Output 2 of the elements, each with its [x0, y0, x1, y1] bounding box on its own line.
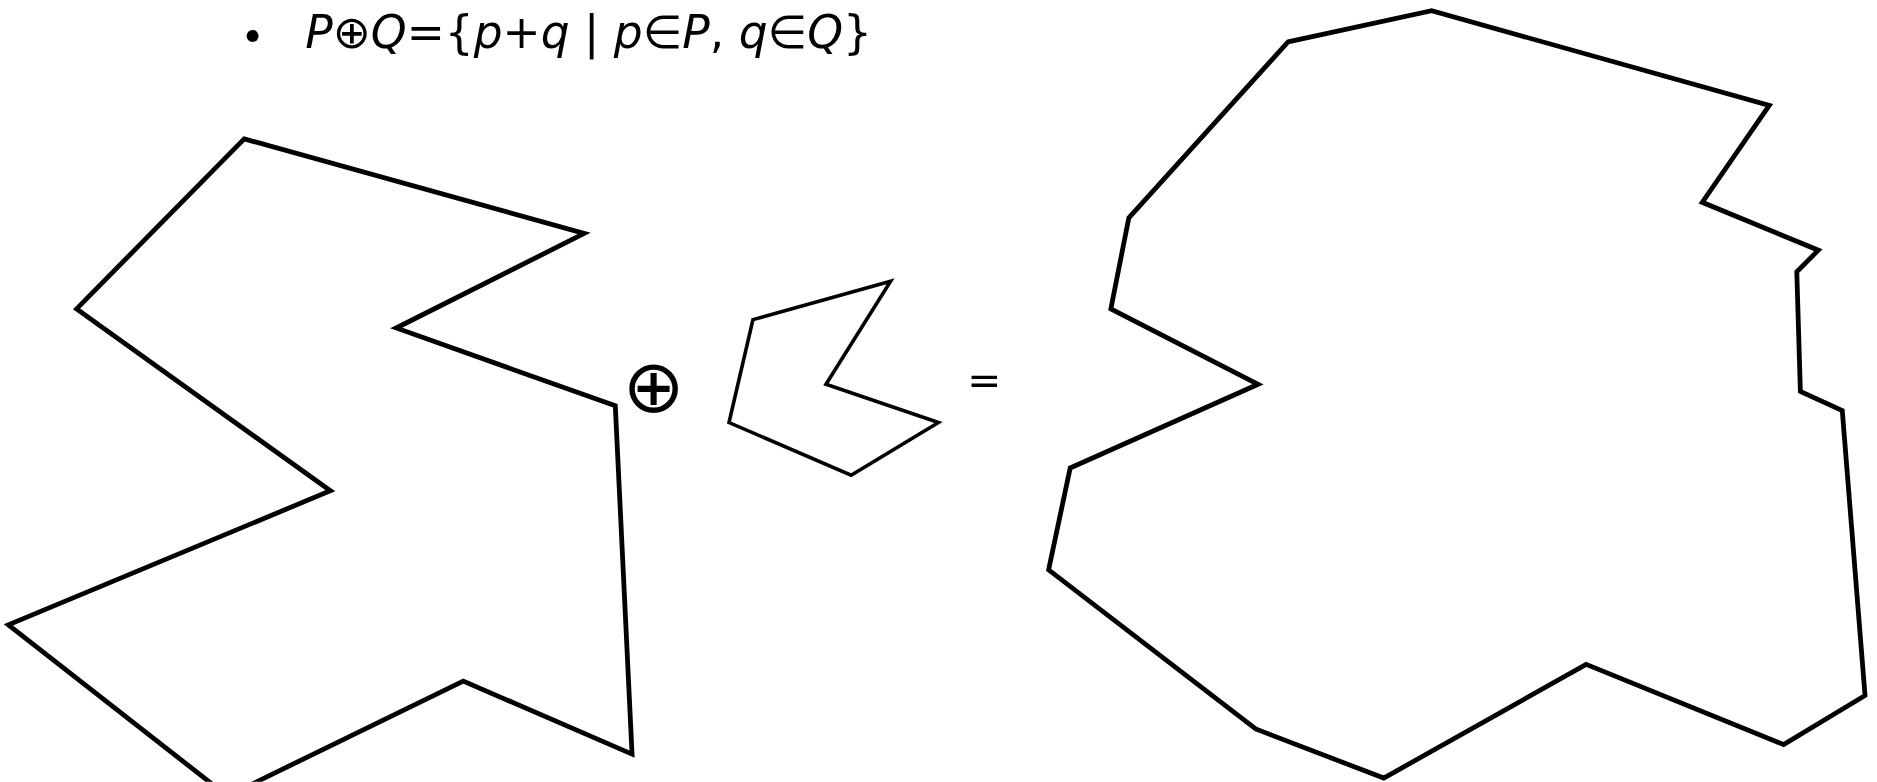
operator-symbol: ⊕: [622, 349, 685, 424]
equals-sign: =: [967, 359, 1002, 400]
